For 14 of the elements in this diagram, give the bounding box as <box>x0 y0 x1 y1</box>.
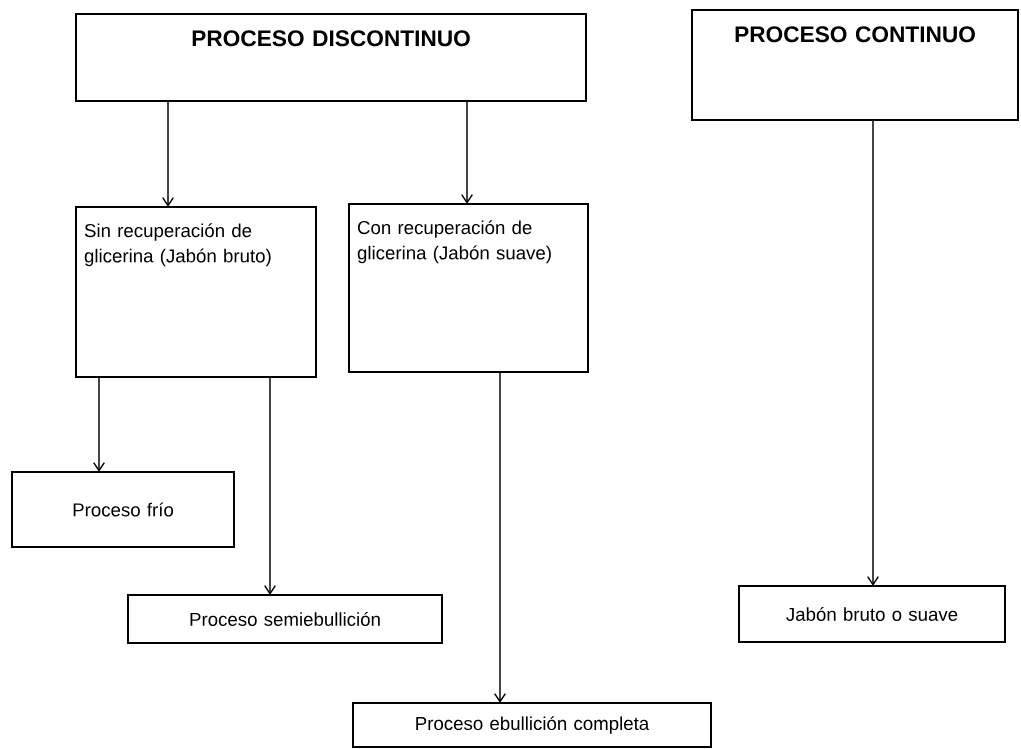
result-box: Proceso semiebullición <box>127 594 443 644</box>
result-box: Proceso ebullición completa <box>352 702 712 748</box>
arrow <box>460 100 474 204</box>
arrow <box>92 376 106 472</box>
arrow <box>263 376 277 595</box>
process-box: Sin recuperación de glicerina (Jabón bruto) <box>75 206 317 378</box>
process-box: Con recuperación de glicerina (Jabón suave) <box>348 203 589 373</box>
arrow <box>866 119 880 586</box>
heading-box: PROCESO CONTINUO <box>691 9 1019 121</box>
heading-box: PROCESO DISCONTINUO <box>75 13 587 102</box>
arrow <box>161 100 175 207</box>
result-box: Jabón bruto o suave <box>738 585 1006 643</box>
result-box: Proceso frío <box>11 471 235 548</box>
arrow <box>493 371 507 703</box>
